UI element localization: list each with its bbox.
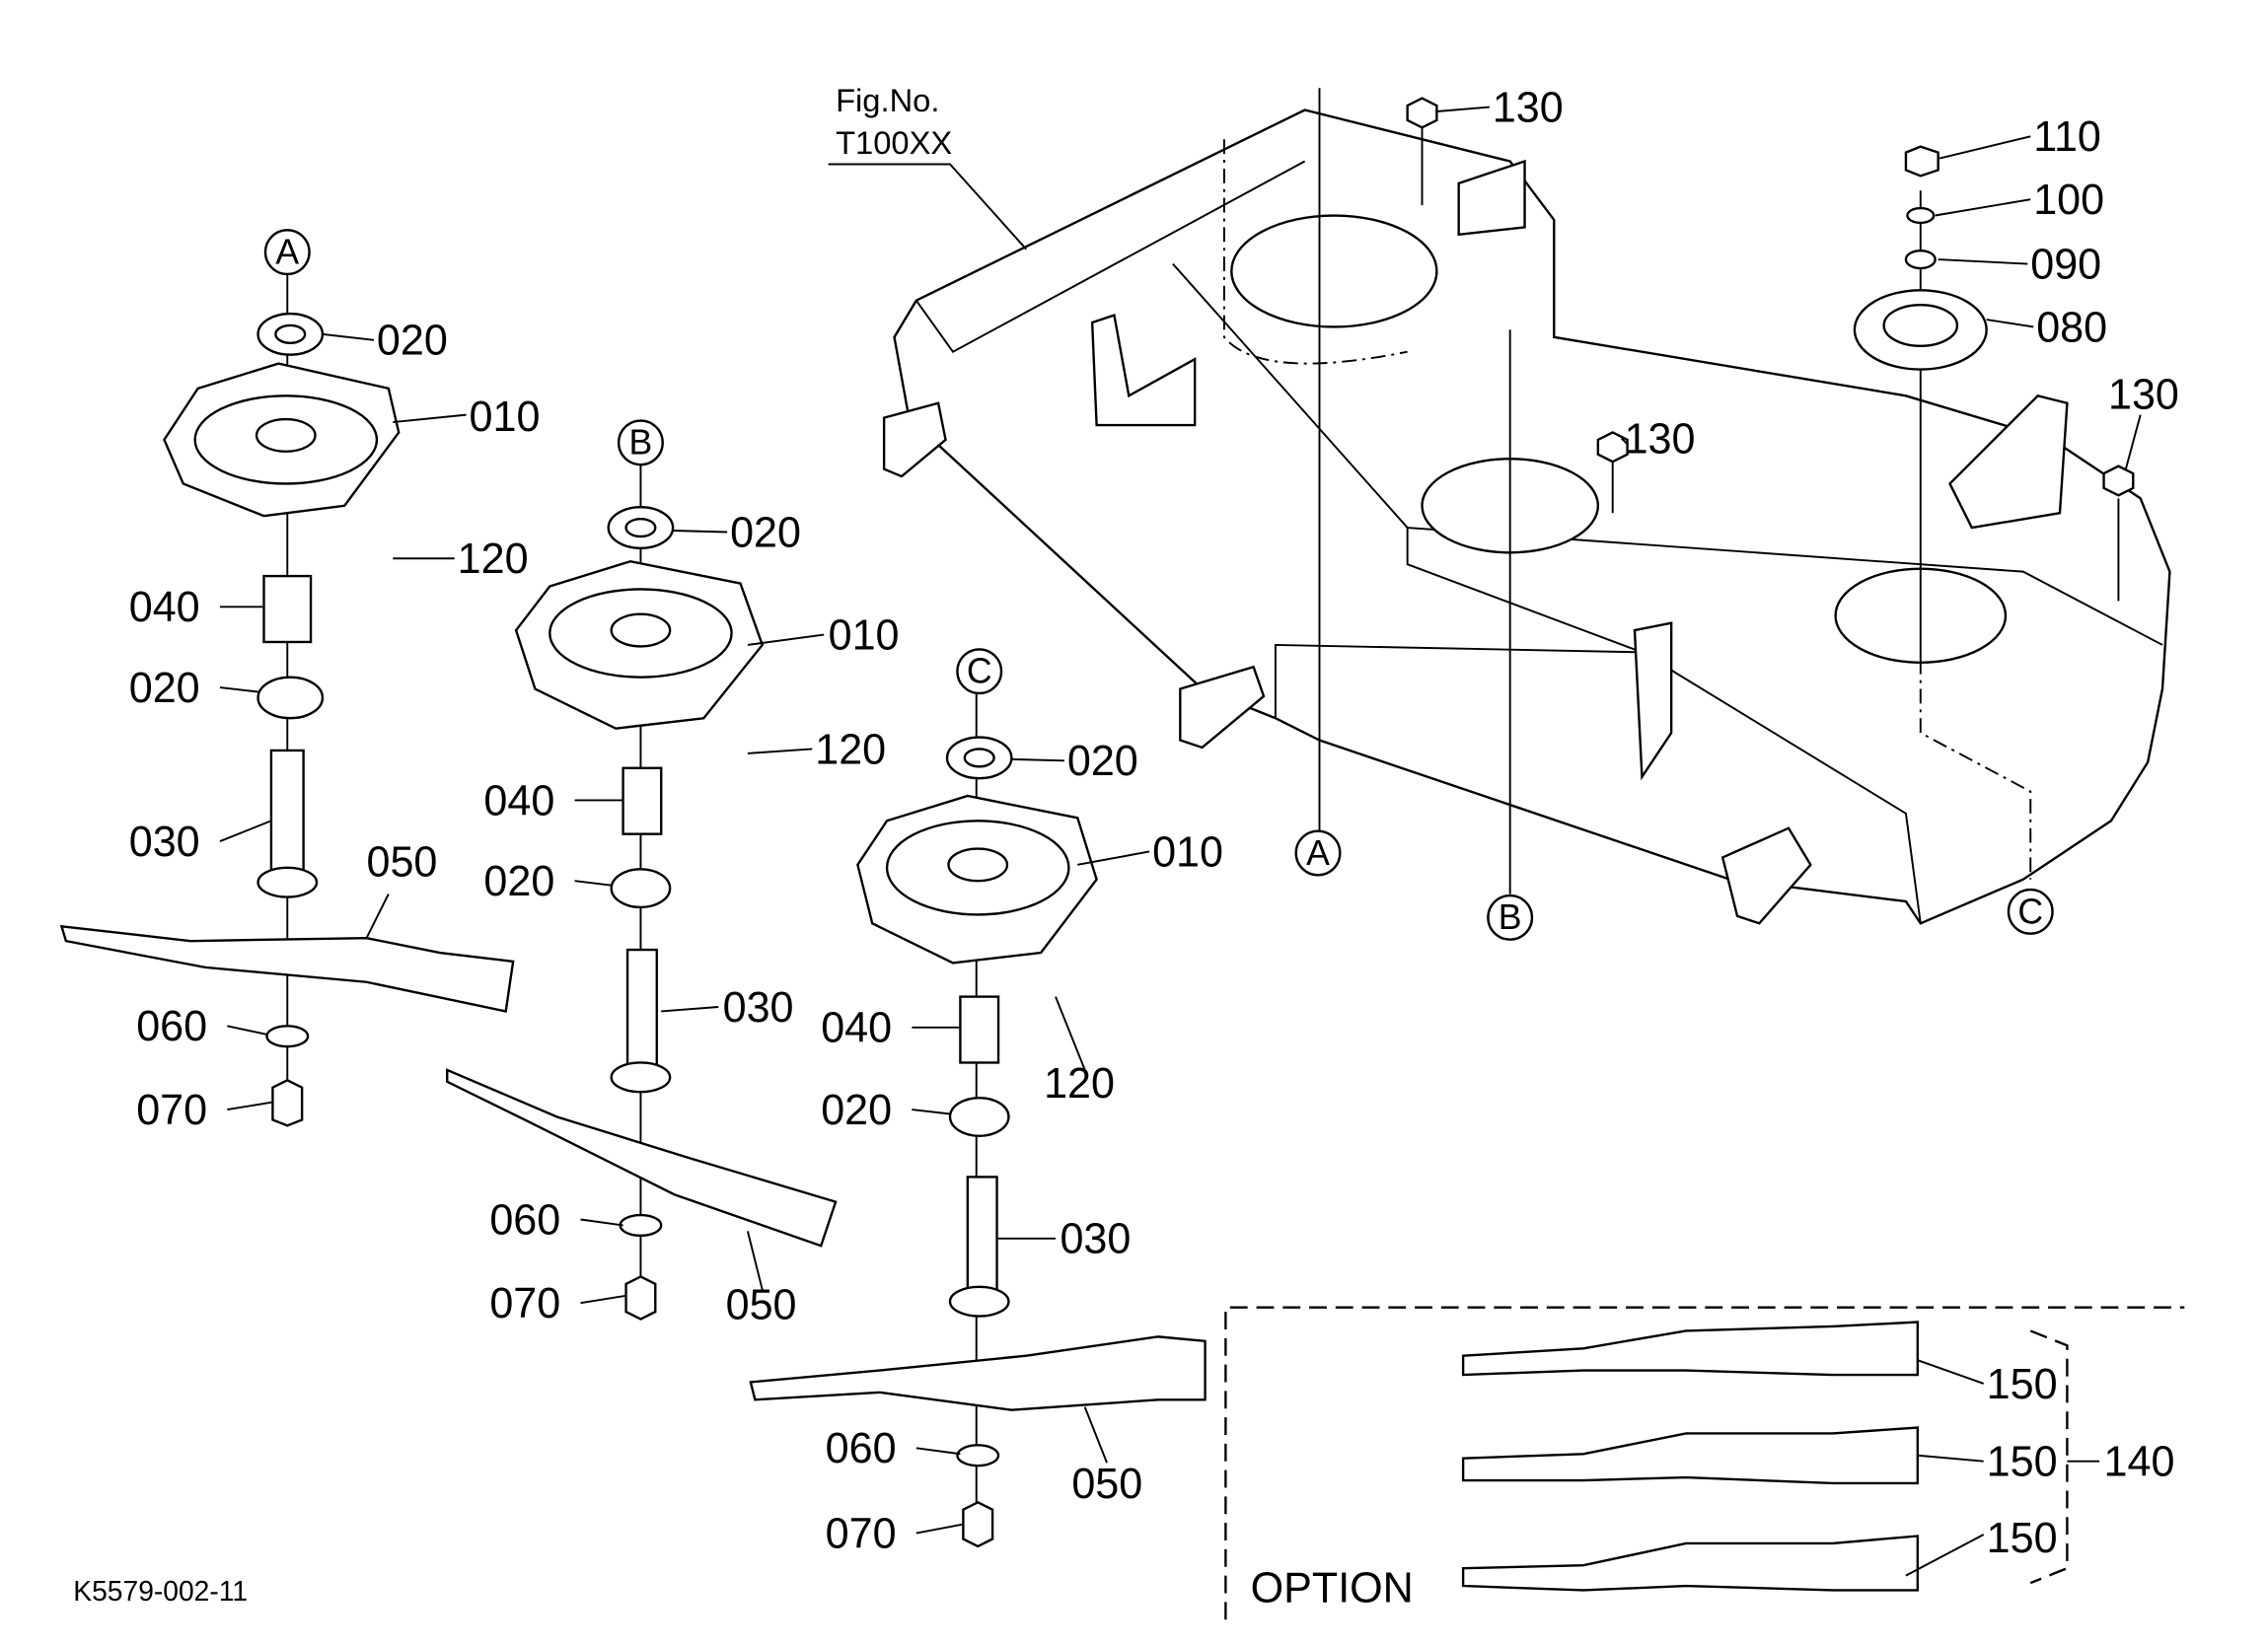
part-number-label: 090 xyxy=(2030,241,2101,288)
part-number-label: 070 xyxy=(136,1087,207,1134)
reference-mark: C xyxy=(967,652,992,691)
reference-circle xyxy=(1487,894,1534,941)
fig-no: T100XX xyxy=(836,124,952,161)
part-number-label: 050 xyxy=(367,839,438,887)
part-number-label: 120 xyxy=(1044,1060,1115,1108)
reference-circle xyxy=(2007,888,2054,935)
reference-circle xyxy=(617,419,664,466)
part-number-label: 050 xyxy=(726,1282,797,1329)
drawing-code: K5579-002-11 xyxy=(73,1575,248,1607)
part-number-label: 150 xyxy=(1987,1515,2058,1562)
option-blade-3 xyxy=(1461,1535,1920,1592)
reference-mark: C xyxy=(2017,892,2043,931)
leader-lines xyxy=(219,106,2142,1535)
part-number-label: 130 xyxy=(1493,84,1564,131)
part-number-label: 100 xyxy=(2033,177,2104,224)
part-number-label: 040 xyxy=(129,584,200,631)
part-number-label: 060 xyxy=(136,1003,207,1050)
reference-mark: A xyxy=(275,233,299,272)
part-number-label: 020 xyxy=(821,1087,892,1134)
part-number-label: 010 xyxy=(470,394,541,441)
reference-mark: A xyxy=(1306,833,1330,873)
part-number-label: 010 xyxy=(829,611,900,659)
spindle-assembly-c xyxy=(749,692,1207,1548)
spindle-assembly-b xyxy=(446,463,838,1321)
part-number-label: 030 xyxy=(1060,1216,1131,1263)
part-number-label: 120 xyxy=(458,536,529,583)
part-number-label: 040 xyxy=(483,777,554,824)
part-number-label: 050 xyxy=(1071,1461,1142,1508)
part-number-label: 020 xyxy=(730,509,801,556)
part-number-label: 020 xyxy=(129,665,200,712)
part-number-label: 010 xyxy=(1152,828,1223,876)
part-number-label: 140 xyxy=(2104,1439,2175,1486)
option-box xyxy=(1224,1306,2185,1620)
part-number-label: 020 xyxy=(483,858,554,905)
spindle-assembly-a xyxy=(59,272,515,1127)
reference-mark: B xyxy=(1499,897,1522,937)
part-number-label: 040 xyxy=(821,1005,892,1052)
reference-circle xyxy=(263,229,311,276)
reference-circle xyxy=(956,648,1003,695)
part-number-label: 150 xyxy=(1987,1439,2058,1486)
part-number-label: 020 xyxy=(377,318,448,365)
part-number-label: 070 xyxy=(826,1510,897,1557)
part-number-label: 130 xyxy=(2108,372,2179,419)
reference-mark: B xyxy=(629,423,653,463)
part-number-label: 070 xyxy=(489,1280,560,1327)
part-number-label: 020 xyxy=(1067,738,1138,785)
fig-no-label: Fig.No. xyxy=(836,82,939,118)
part-number-label: 130 xyxy=(1625,415,1696,463)
option-label: OPTION xyxy=(1251,1564,1414,1611)
part-number-label: 150 xyxy=(1987,1361,2058,1408)
reference-circle xyxy=(1294,829,1342,877)
part-number-label: 060 xyxy=(826,1425,897,1472)
part-number-label: 060 xyxy=(489,1196,560,1244)
option-blade-1 xyxy=(1461,1321,1920,1377)
mower-deck xyxy=(882,88,2171,925)
part-number-label: 110 xyxy=(2033,113,2101,161)
part-number-label: 080 xyxy=(2036,304,2107,351)
option-blade-2 xyxy=(1461,1426,1920,1485)
part-number-label: 030 xyxy=(723,984,794,1032)
part-number-label: 120 xyxy=(815,726,886,773)
part-number-label: 030 xyxy=(129,819,200,866)
